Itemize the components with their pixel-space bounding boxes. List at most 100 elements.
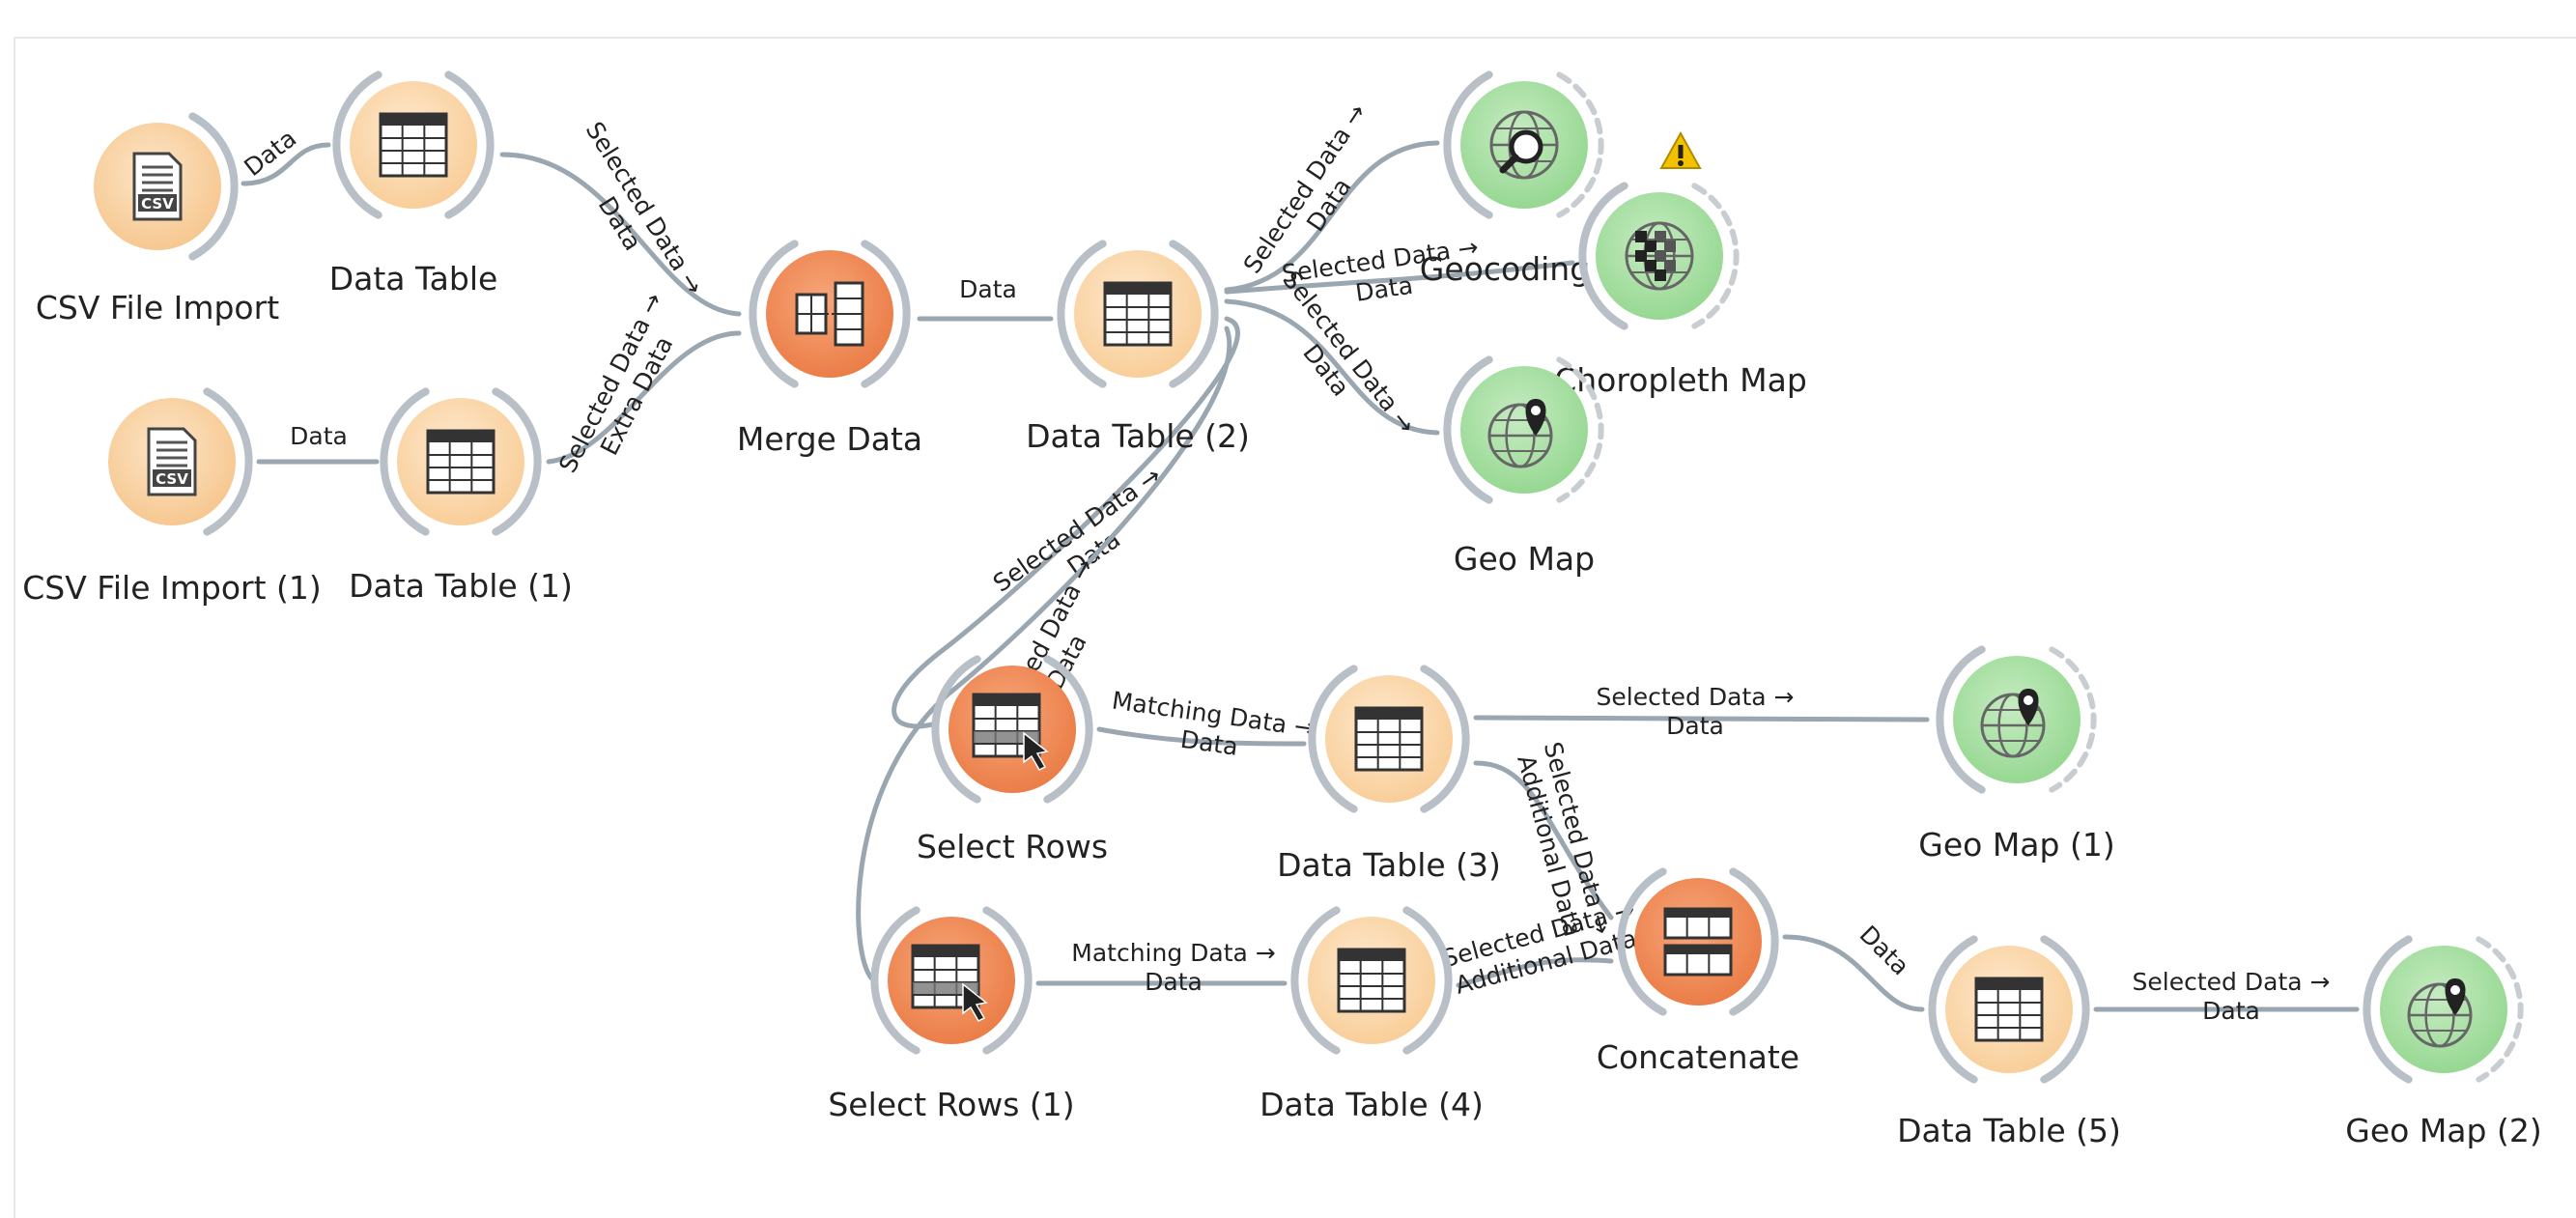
output-port-arc[interactable]	[982, 906, 1033, 1055]
output-port-arc[interactable]	[188, 112, 239, 261]
node-merge[interactable]: Merge Data	[737, 240, 922, 458]
node-dt4[interactable]: Data Table (4)	[1260, 906, 1484, 1123]
output-port-arc[interactable]	[2040, 935, 2090, 1084]
node-label: Data Table (5)	[1897, 1112, 2121, 1149]
input-port-arc[interactable]	[1308, 665, 1358, 813]
csv-file-icon: CSV	[147, 427, 197, 496]
output-port-arc[interactable]	[861, 240, 911, 388]
link-sel-dt3[interactable]: Matching Data →Data	[1096, 687, 1316, 772]
output-port-arc[interactable]	[1556, 356, 1604, 503]
output-port-arc[interactable]	[1169, 240, 1219, 388]
node-label: Merge Data	[737, 420, 922, 458]
link-dt1-merge[interactable]: Selected Data →Extra Data	[546, 288, 742, 490]
link-label-line: Data	[2202, 997, 2260, 1025]
input-port-arc[interactable]	[931, 655, 981, 804]
link-path[interactable]	[1456, 957, 1614, 988]
input-port-arc[interactable]	[1928, 935, 1978, 1084]
input-port-arc[interactable]	[749, 240, 799, 388]
node-dt[interactable]: Data Table	[329, 71, 498, 297]
link-path[interactable]	[856, 326, 1232, 983]
link-label-line: Selected Data →	[1597, 683, 1795, 711]
table-icon	[379, 112, 448, 178]
node-dt5[interactable]: Data Table (5)	[1897, 935, 2121, 1149]
input-port-arc[interactable]	[1936, 645, 1986, 794]
link-label: Selected Data →Data	[2133, 968, 2331, 1025]
link-path[interactable]	[1224, 298, 1440, 436]
node-dt2[interactable]: Data Table (2)	[1026, 240, 1250, 455]
link-label-line: Selected Data →	[2133, 968, 2331, 996]
node-geomap[interactable]: Geo Map	[1443, 355, 1604, 578]
output-port-arc[interactable]	[2049, 646, 2097, 793]
output-port-arc[interactable]	[1729, 867, 1779, 1016]
link-path[interactable]	[241, 142, 331, 186]
node-body[interactable]	[766, 250, 893, 378]
link-sel1-dt4[interactable]: Matching Data →Data	[1035, 939, 1288, 996]
node-dt3[interactable]: Data Table (3)	[1277, 665, 1501, 884]
link-label: Selected Data →Data	[555, 117, 709, 315]
link-path[interactable]	[1224, 260, 1575, 295]
link-concat-dt5[interactable]: Data	[1782, 921, 1925, 1012]
svg-text:CSV: CSV	[156, 470, 188, 488]
node-body[interactable]	[2380, 946, 2507, 1073]
globe-search-icon	[1489, 110, 1559, 180]
link-path[interactable]	[1473, 715, 1930, 722]
link-merge-dt2[interactable]: Data	[917, 275, 1054, 322]
globe-pin-icon	[2407, 978, 2473, 1048]
node-body[interactable]	[1953, 656, 2081, 783]
node-label: Data Table	[329, 260, 498, 297]
input-port-arc[interactable]	[870, 906, 920, 1055]
output-port-arc[interactable]	[1043, 655, 1093, 804]
node-concat[interactable]: Concatenate	[1597, 867, 1799, 1076]
link-label-line: Data	[239, 124, 301, 182]
link-path[interactable]	[1782, 934, 1925, 1012]
link-path[interactable]	[1096, 726, 1307, 747]
link-label: Selected Data →Extra Data	[553, 288, 694, 490]
output-port-arc[interactable]	[444, 71, 495, 219]
link-dt3-geomap1[interactable]: Selected Data →Data	[1473, 683, 1930, 740]
link-path[interactable]	[1473, 760, 1614, 921]
link-csv2-dt1[interactable]: Data	[256, 422, 380, 465]
link-path[interactable]	[546, 330, 742, 465]
link-dt4-concat[interactable]: Selected Data →Additional Data	[1439, 894, 1645, 1001]
input-port-arc[interactable]	[1617, 867, 1667, 1016]
node-geomap1[interactable]: Geo Map (1)	[1918, 645, 2115, 864]
node-label: Concatenate	[1597, 1038, 1799, 1076]
node-label: CSV File Import	[36, 289, 279, 326]
input-port-arc[interactable]	[332, 71, 382, 219]
node-body[interactable]	[1634, 878, 1762, 1006]
node-choropleth[interactable]: Choropleth Map	[1554, 130, 1807, 399]
input-port-arc[interactable]	[1443, 71, 1493, 219]
node-label: Geo Map	[1454, 540, 1595, 578]
link-path[interactable]	[1224, 140, 1440, 293]
node-sel1[interactable]: Select Rows (1)	[828, 906, 1075, 1123]
node-geomap2[interactable]: Geo Map (2)	[2345, 935, 2542, 1149]
node-label: Geo Map (2)	[2345, 1112, 2541, 1149]
output-port-arc[interactable]	[203, 387, 253, 536]
node-dt1[interactable]: Data Table (1)	[349, 387, 573, 605]
output-port-arc[interactable]	[1556, 71, 1604, 218]
input-port-arc[interactable]	[1443, 355, 1493, 504]
output-port-arc[interactable]	[1402, 906, 1453, 1055]
link-csv1-dt[interactable]: Data	[239, 124, 331, 186]
input-port-arc[interactable]	[2363, 935, 2413, 1084]
input-port-arc[interactable]	[1578, 182, 1628, 330]
link-path[interactable]	[499, 152, 742, 317]
output-port-arc[interactable]	[1420, 665, 1470, 813]
input-port-arc[interactable]	[1057, 240, 1107, 388]
link-dt5-geomap2[interactable]: Selected Data →Data	[2093, 968, 2360, 1025]
output-port-arc[interactable]	[492, 387, 542, 536]
node-body[interactable]	[1460, 366, 1588, 494]
input-port-arc[interactable]	[380, 387, 430, 536]
node-label: Data Table (1)	[349, 567, 573, 605]
link-dt-merge[interactable]: Selected Data →Data	[499, 117, 742, 317]
input-port-arc[interactable]	[1290, 906, 1341, 1055]
node-geocoding[interactable]: Geocoding	[1420, 71, 1604, 288]
output-port-arc[interactable]	[2476, 936, 2524, 1083]
link-label: Data	[959, 275, 1017, 303]
node-sel[interactable]: Select Rows	[917, 655, 1108, 865]
output-port-arc[interactable]	[1691, 183, 1740, 329]
